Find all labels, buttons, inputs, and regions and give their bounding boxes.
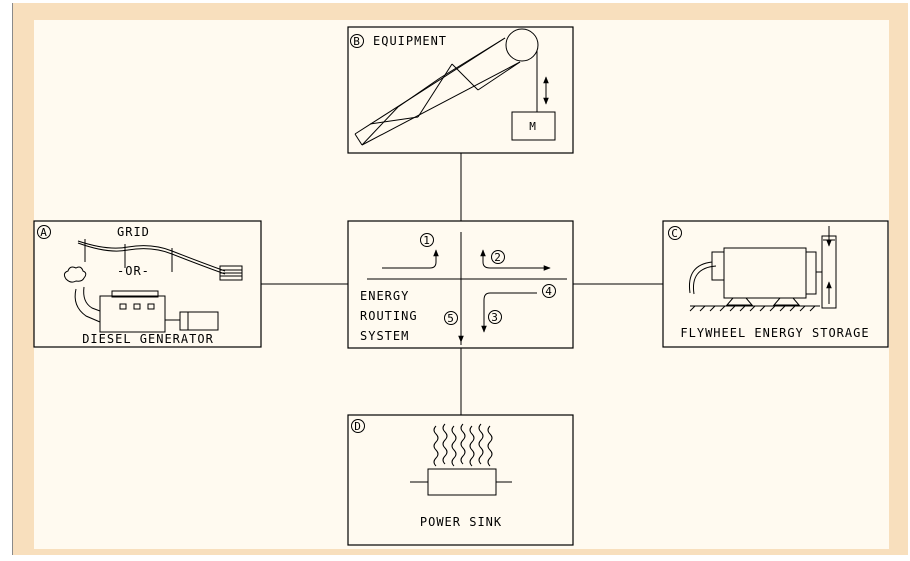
route-1-arrow — [382, 249, 439, 269]
crane-boom-drawing — [354, 28, 556, 146]
routing-label-line3: SYSTEM — [360, 329, 409, 343]
route-2-label: 2 — [494, 251, 502, 264]
route-2-arrow — [480, 249, 551, 271]
power-line-drawing — [77, 239, 243, 281]
module-power-sink: D POWER SINK — [347, 414, 574, 546]
diesel-generator-drawing — [63, 266, 219, 333]
grid-label: GRID — [117, 225, 150, 239]
flywheel-drawing — [688, 226, 837, 312]
flywheel-label: FLYWHEEL ENERGY STORAGE — [680, 326, 869, 340]
route-5-badge — [444, 311, 458, 325]
badge-b-label: B — [353, 35, 361, 48]
route-4-badge — [542, 284, 556, 298]
route-2-badge — [491, 250, 505, 264]
routing-label-line2: ROUTING — [360, 309, 418, 323]
or-label: -OR- — [117, 264, 150, 278]
route-3-label: 3 — [491, 311, 499, 324]
module-equipment: B EQUIPMENT M — [347, 26, 574, 154]
route-3-badge — [488, 310, 502, 324]
equipment-title: EQUIPMENT — [373, 34, 447, 48]
badge-d-circle — [351, 419, 365, 433]
route-5-label: 5 — [447, 312, 455, 325]
badge-c-label: C — [671, 227, 679, 240]
routing-arrows — [367, 232, 567, 345]
diesel-generator-label: DIESEL GENERATOR — [82, 332, 214, 346]
route-1-badge — [420, 233, 434, 247]
routing-label-line1: ENERGY — [360, 289, 409, 303]
power-sink-label: POWER SINK — [420, 515, 502, 529]
badge-d-label: D — [354, 420, 362, 433]
connection-lines — [261, 153, 663, 415]
badge-c-circle — [668, 226, 682, 240]
badge-a-label: A — [40, 226, 48, 239]
module-flywheel-storage: C — [662, 220, 889, 348]
route-1-label: 1 — [423, 234, 431, 247]
route-4-label: 4 — [545, 285, 553, 298]
heat-waves-drawing — [433, 423, 493, 467]
module-energy-routing-system: 1 2 3 4 5 ENERGY ROUTING SYSTEM — [347, 220, 574, 349]
badge-b-circle — [350, 34, 364, 48]
module-grid-or-diesel: A GRID -OR- — [33, 220, 262, 348]
route-4-arrow — [481, 292, 537, 333]
mass-label: M — [529, 120, 537, 133]
resistor-drawing — [410, 468, 512, 496]
badge-a-circle — [37, 225, 51, 239]
